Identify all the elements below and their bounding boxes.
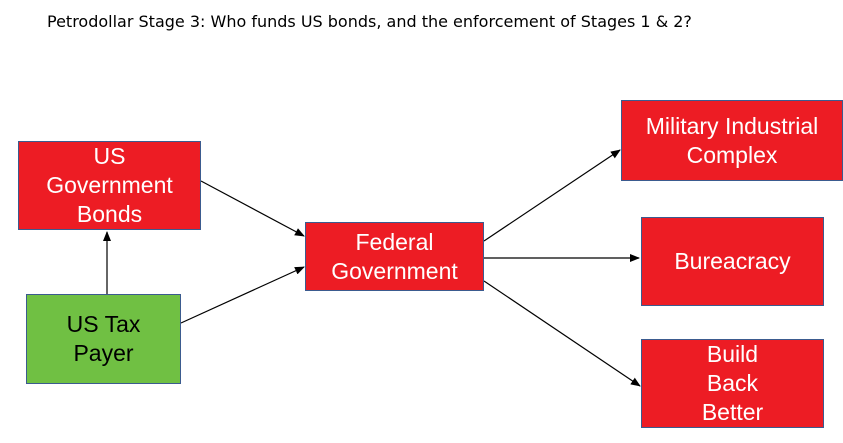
- node-us-government-bonds: US Government Bonds: [18, 141, 201, 230]
- node-us-tax-payer: US Tax Payer: [26, 294, 181, 384]
- node-build-back-better: Build Back Better: [641, 339, 824, 428]
- node-label: Federal Government: [331, 228, 458, 284]
- node-label: US Government Bonds: [46, 143, 173, 227]
- arrow-federal-to-military: [483, 149, 621, 242]
- arrow-bonds-to-federal: [200, 180, 305, 237]
- node-federal-government: Federal Government: [305, 222, 484, 291]
- node-military-industrial-complex: Military Industrial Complex: [621, 100, 843, 181]
- node-label: Military Industrial Complex: [645, 112, 819, 168]
- node-label: US Tax Payer: [66, 311, 141, 366]
- node-label: Bureacracy: [674, 248, 791, 274]
- node-label: Build Back Better: [701, 341, 764, 425]
- arrow-federal-to-bbb: [483, 280, 641, 387]
- diagram-title: Petrodollar Stage 3: Who funds US bonds,…: [47, 12, 692, 31]
- node-bureaucracy: Bureacracy: [641, 217, 824, 306]
- arrow-taxpayer-to-federal: [180, 266, 305, 324]
